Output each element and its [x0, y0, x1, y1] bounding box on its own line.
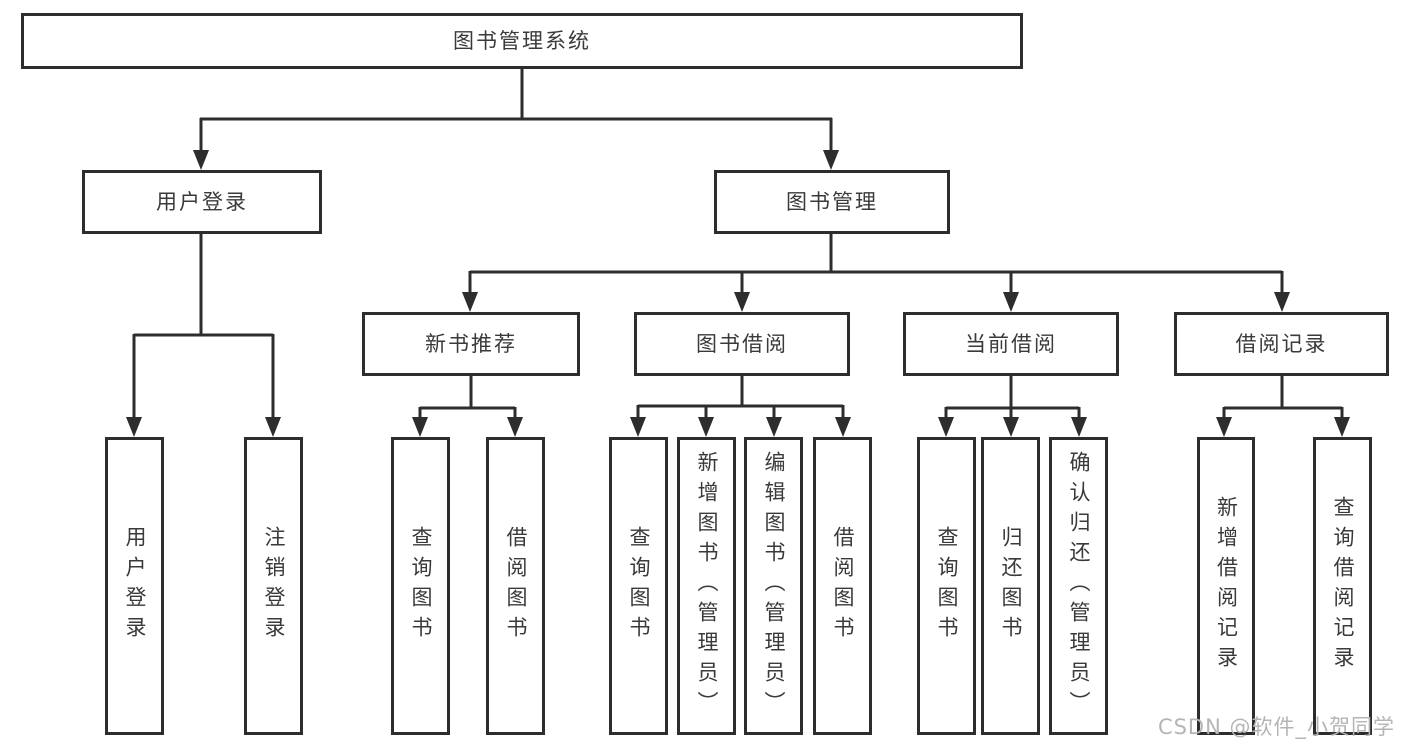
leaf-cb-return-book: 归还图书 [981, 437, 1040, 735]
leaf-br-add-record: 新增借阅记录 [1197, 437, 1255, 735]
node-user-login: 用户登录 [82, 170, 322, 234]
node-book-borrow: 图书借阅 [634, 312, 850, 376]
node-root: 图书管理系统 [21, 13, 1023, 69]
node-book-management: 图书管理 [714, 170, 950, 234]
leaf-br-query-record: 查询借阅记录 [1313, 437, 1372, 735]
leaf-bb-add-book: 新增图书（管理员） [677, 437, 736, 735]
leaf-bb-borrow-book: 借阅图书 [813, 437, 872, 735]
leaf-cb-query-book: 查询图书 [917, 437, 976, 735]
leaf-logout: 注销登录 [244, 437, 303, 735]
leaf-rec-borrow-book: 借阅图书 [486, 437, 545, 735]
node-current-borrow: 当前借阅 [903, 312, 1119, 376]
arrowheads [126, 150, 1350, 437]
leaf-cb-confirm-return: 确认归还（管理员） [1049, 437, 1108, 735]
node-borrow-records: 借阅记录 [1174, 312, 1389, 376]
leaf-user-login: 用户登录 [105, 437, 164, 735]
csdn-watermark: CSDN @软件_小贺同学 [1157, 715, 1395, 739]
leaf-bb-edit-book: 编辑图书（管理员） [744, 437, 803, 735]
connector-path [132, 69, 1344, 421]
leaf-bb-query-book: 查询图书 [609, 437, 668, 735]
node-new-book-recommend: 新书推荐 [362, 312, 580, 376]
leaf-rec-query-book: 查询图书 [391, 437, 450, 735]
